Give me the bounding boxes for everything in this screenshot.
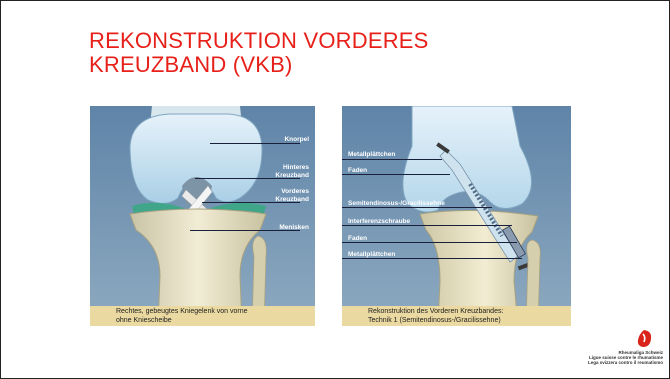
label-metallplaettchen-2: Metallplättchen (348, 251, 395, 259)
rheumaliga-logo-icon (635, 329, 653, 349)
slide-title: REKONSTRUKTION VORDERES KREUZBAND (VKB) (89, 29, 429, 77)
label-knorpel: Knorpel (284, 136, 309, 144)
pointer-line-metall-1 (342, 159, 442, 160)
label-hinteres-1: Hinteres (283, 164, 309, 172)
label-vorderes-1: Vorderes (281, 188, 309, 196)
label-faden-1: Faden (348, 167, 367, 175)
pointer-line-faden-2 (342, 242, 517, 243)
label-menisken: Menisken (279, 224, 309, 232)
label-hinteres-2: Kreuzband (275, 172, 309, 180)
label-faden-2: Faden (348, 235, 367, 243)
knee-anatomy-image: Knorpel Hinteres Kreuzband Vorderes Kreu… (90, 106, 315, 326)
caption-left-line-2: ohne Kniescheibe (116, 316, 315, 325)
caption-right: Rekonstruktion des Vorderen Kreuzbandes:… (342, 306, 571, 326)
reconstruction-image: Metallplättchen Faden Semitendinosus-/Gr… (342, 106, 571, 326)
title-line-1: REKONSTRUKTION VORDERES (89, 29, 429, 53)
label-metallplaettchen-1: Metallplättchen (348, 151, 395, 159)
caption-left: Rechtes, gebeugtes Kniegelenk von vorne … (90, 306, 315, 326)
label-interferenzschraube: Interferenzschraube (348, 218, 410, 226)
caption-right-line-2: Technik 1 (Semitendinosus-/Gracilissehne… (368, 316, 571, 325)
label-semitendinosus: Semitendinosus-/Gracilissehne (348, 200, 445, 208)
caption-right-line-1: Rekonstruktion des Vorderen Kreuzbandes: (368, 307, 571, 316)
label-vorderes-2: Kreuzband (275, 196, 309, 204)
logo-line-3: Lega svizzera contro il reumatismo (588, 360, 663, 365)
knee-anatomy-illustration (90, 106, 315, 326)
caption-left-line-1: Rechtes, gebeugtes Kniegelenk von vorne (116, 307, 315, 316)
title-line-2: KREUZBAND (VKB) (89, 53, 429, 77)
reconstruction-illustration (342, 106, 571, 326)
